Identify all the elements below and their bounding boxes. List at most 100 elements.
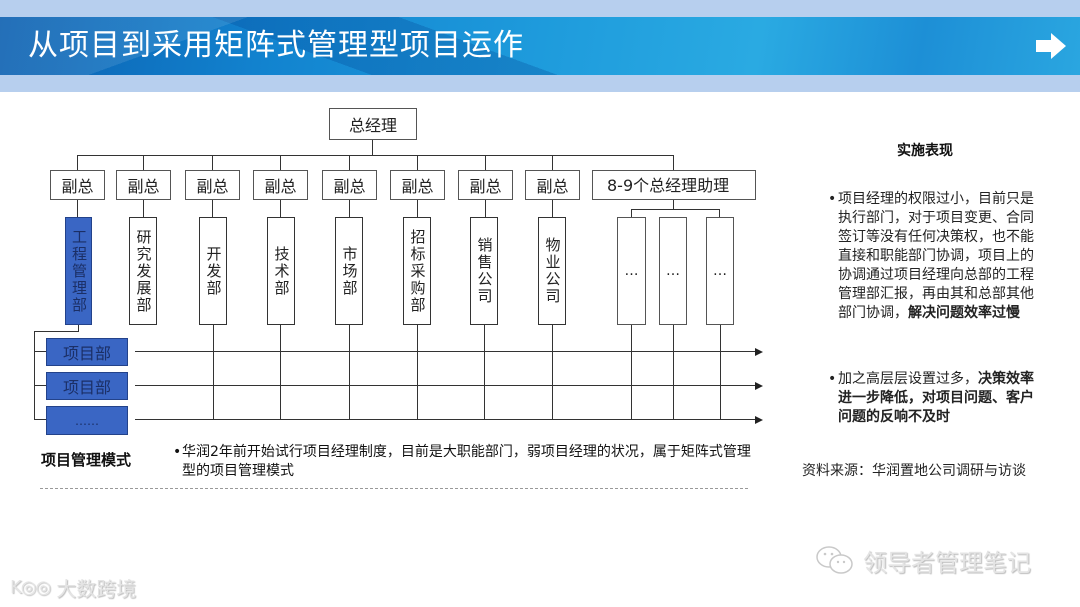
wechat-icon bbox=[816, 545, 853, 574]
sidebar-title: 实施表现 bbox=[897, 143, 953, 159]
dept-box: 招标采购部 bbox=[403, 217, 431, 325]
dept-box: 开发部 bbox=[199, 217, 227, 325]
dept-label: 研究发展部 bbox=[134, 228, 153, 314]
connector bbox=[280, 200, 281, 217]
connector bbox=[77, 200, 78, 217]
vp-box: 副总 bbox=[458, 170, 513, 200]
assistant-dept-box: … bbox=[659, 217, 687, 325]
dept-label: … bbox=[624, 263, 639, 279]
matrix-line bbox=[417, 325, 418, 419]
matrix-line bbox=[213, 325, 214, 419]
watermark-right-text: 领导者管理笔记 bbox=[863, 549, 1031, 577]
bullet-text: 加之高层层设置过多， bbox=[838, 371, 978, 387]
dept-box: 销售公司 bbox=[470, 217, 498, 325]
divider bbox=[40, 488, 748, 489]
vp-label: 副总 bbox=[127, 177, 160, 196]
vp-label: 副总 bbox=[61, 177, 94, 196]
connector bbox=[485, 200, 486, 217]
assistant-dept-box: … bbox=[617, 217, 646, 325]
mode-text: 华润2年前开始试行项目经理制度，目前是大职能部门，弱项目经理的状况，属于矩阵式管… bbox=[182, 444, 751, 479]
root-box-general-manager: 总经理 bbox=[329, 108, 417, 140]
vp-box: 副总 bbox=[322, 170, 377, 200]
arrow-right-icon bbox=[755, 348, 763, 356]
connector bbox=[631, 209, 720, 210]
matrix-line bbox=[720, 325, 721, 419]
right-arrow-icon[interactable] bbox=[1036, 33, 1066, 59]
mode-description: • 华润2年前开始试行项目经理制度，目前是大职能部门，弱项目经理的状况，属于矩阵… bbox=[173, 443, 752, 481]
project-box: 项目部 bbox=[46, 372, 128, 400]
connector bbox=[417, 155, 418, 170]
dept-box: 市场部 bbox=[335, 217, 363, 325]
bullet-emphasis: 决策效率进一步降低，对项目问题、客户问题的反响不及时 bbox=[838, 371, 1034, 425]
vp-label: 副总 bbox=[536, 177, 569, 196]
vp-box: 副总 bbox=[390, 170, 445, 200]
vp-label: 副总 bbox=[469, 177, 502, 196]
project-line bbox=[135, 419, 755, 420]
matrix-line bbox=[552, 325, 553, 419]
watermark-right: 领导者管理笔记 bbox=[815, 543, 1031, 578]
connector bbox=[143, 200, 144, 217]
vp-label: 副总 bbox=[401, 177, 434, 196]
project-box: …… bbox=[46, 406, 128, 435]
dept-label: … bbox=[666, 263, 680, 279]
connector bbox=[673, 155, 674, 170]
connector bbox=[417, 200, 418, 217]
connector bbox=[631, 209, 632, 217]
vp-box: 副总 bbox=[525, 170, 580, 200]
connector bbox=[280, 155, 281, 170]
connector bbox=[34, 385, 46, 386]
connector bbox=[552, 155, 553, 170]
bullet-icon: • bbox=[828, 371, 837, 387]
project-label: …… bbox=[75, 413, 99, 428]
project-label: 项目部 bbox=[62, 344, 111, 363]
dept-label: 销售公司 bbox=[475, 237, 494, 305]
assistants-box: 8-9个总经理助理 bbox=[592, 170, 756, 200]
vp-box: 副总 bbox=[50, 170, 105, 200]
watermark-left: K◎◎ 大数跨境 bbox=[10, 573, 136, 602]
connector bbox=[77, 155, 78, 170]
connector bbox=[34, 351, 46, 352]
connector bbox=[34, 331, 35, 419]
connector bbox=[372, 140, 373, 155]
bullet-emphasis: 解决问题效率过慢 bbox=[908, 305, 1020, 321]
arrow-right-icon bbox=[755, 382, 763, 390]
matrix-line bbox=[280, 325, 281, 419]
dept-box: 技术部 bbox=[267, 217, 295, 325]
matrix-line bbox=[349, 325, 350, 419]
connector bbox=[34, 331, 78, 332]
sidebar-bullet: • 项目经理的权限过小，目前只是执行部门，对于项目变更、合同签订等没有任何决策权… bbox=[828, 190, 1034, 323]
header-bottom-band bbox=[0, 75, 1080, 92]
vp-label: 副总 bbox=[196, 177, 229, 196]
connector bbox=[349, 200, 350, 217]
dept-box: 研究发展部 bbox=[129, 217, 157, 325]
vp-label: 副总 bbox=[264, 177, 297, 196]
dept-label: 招标采购部 bbox=[408, 228, 427, 314]
header-banner bbox=[0, 17, 1080, 75]
project-label: 项目部 bbox=[62, 378, 111, 397]
kuoo-logo-icon: K◎◎ bbox=[10, 577, 51, 598]
bullet-text: 项目经理的权限过小，目前只是执行部门，对于项目变更、合同签订等没有任何决策权，也… bbox=[838, 191, 1034, 321]
connector bbox=[212, 155, 213, 170]
source-note: 资料来源：华润置地公司调研与访谈 bbox=[802, 463, 1026, 479]
sidebar-bullet: • 加之高层层设置过多，决策效率进一步降低，对项目问题、客户问题的反响不及时 bbox=[828, 370, 1034, 427]
watermark-left-text: 大数跨境 bbox=[56, 577, 137, 601]
dept-label: … bbox=[713, 263, 727, 279]
bullet-icon: • bbox=[173, 444, 182, 460]
dept-label: 技术部 bbox=[272, 245, 291, 297]
connector bbox=[719, 209, 720, 217]
project-box: 项目部 bbox=[46, 338, 128, 366]
arrow-right-icon bbox=[755, 416, 763, 424]
connector bbox=[673, 200, 674, 209]
page-title: 从项目到采用矩阵式管理型项目运作 bbox=[28, 28, 524, 63]
vp-label: 副总 bbox=[333, 177, 366, 196]
dept-label: 开发部 bbox=[204, 245, 223, 297]
assistants-label: 8-9个总经理助理 bbox=[607, 176, 730, 195]
mode-label: 项目管理模式 bbox=[41, 451, 132, 469]
matrix-line bbox=[484, 325, 485, 419]
dept-label: 物业公司 bbox=[543, 237, 562, 305]
dept-box-engineering: 工程管理部 bbox=[65, 217, 92, 325]
dept-box: 物业公司 bbox=[538, 217, 566, 325]
project-line bbox=[135, 351, 755, 352]
vp-box: 副总 bbox=[253, 170, 308, 200]
dept-label: 工程管理部 bbox=[70, 228, 88, 314]
